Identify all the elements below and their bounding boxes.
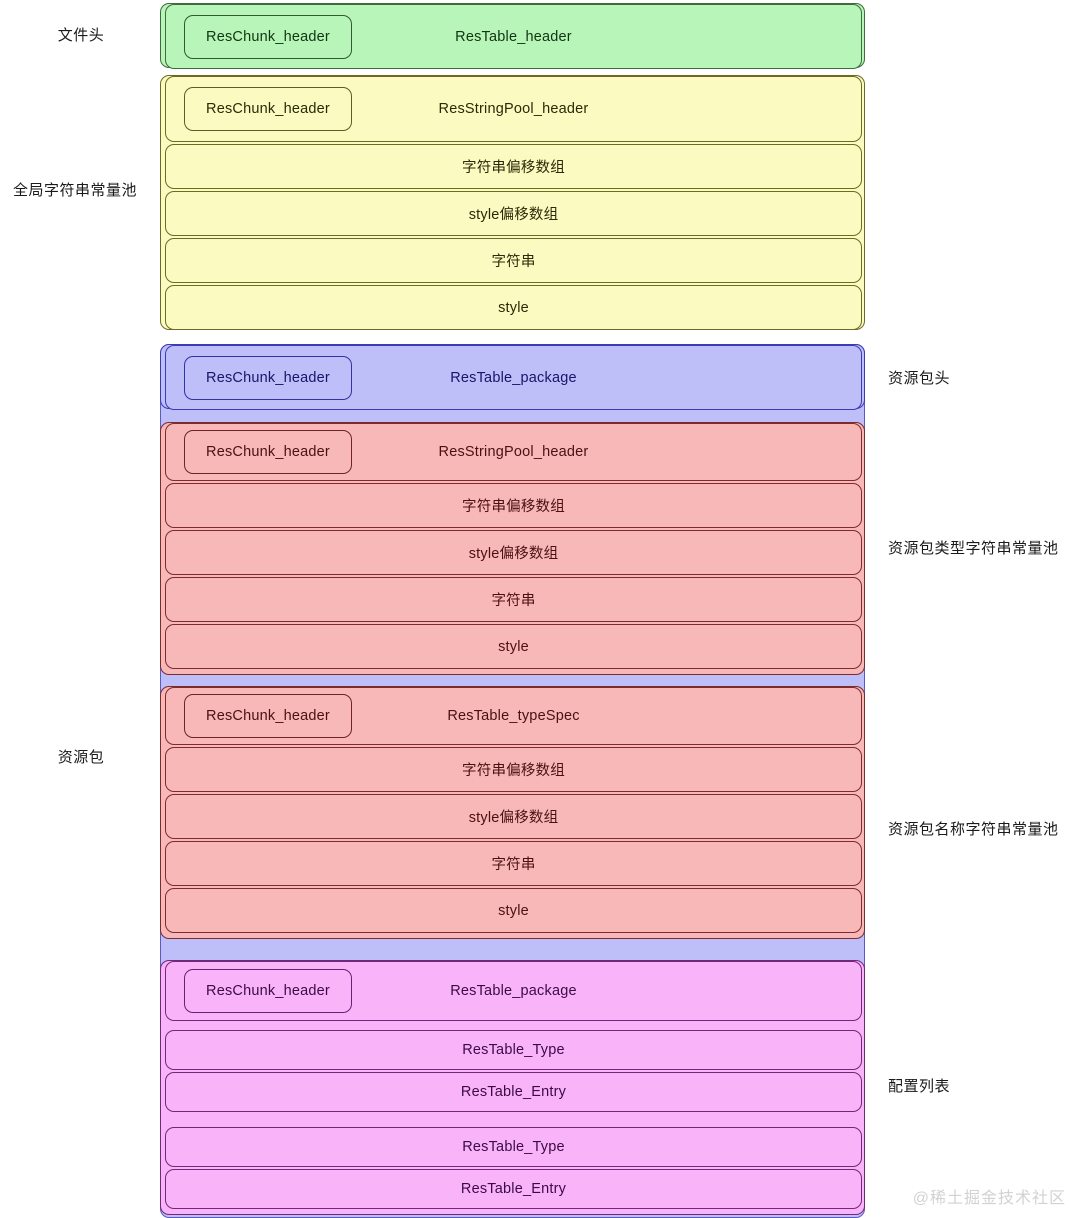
section-package-header: ResChunk_header ResTable_package (160, 344, 865, 410)
diagram-row: style偏移数组 (165, 191, 862, 236)
diagram-row-label: style偏移数组 (468, 810, 559, 826)
section-file-header: ResChunk_header ResTable_header (160, 3, 865, 69)
diagram-row: style (165, 624, 862, 669)
diagram-row: 字符串偏移数组 (165, 483, 862, 528)
diagram-row-label: ResTable_package (450, 369, 577, 386)
diagram-row: 字符串 (165, 841, 862, 886)
diagram-row: 字符串偏移数组 (165, 747, 862, 792)
diagram-row: ResTable_Type (165, 1030, 862, 1070)
right-label-package-name-string-pool: 资源包名称字符串常量池 (888, 821, 1059, 838)
diagram-row-label: ResStringPool_header (438, 444, 589, 460)
diagram-row-label: ResTable_Entry (460, 1181, 567, 1197)
diagram-row-label: 字符串偏移数组 (462, 160, 565, 176)
right-label-package-header: 资源包头 (888, 370, 951, 387)
reschunk-header-label: ResChunk_header (206, 444, 330, 460)
reschunk-header-pill: ResChunk_header (184, 430, 352, 474)
diagram-row: ResTable_Entry (165, 1169, 862, 1209)
diagram-row-label: style (498, 638, 529, 655)
reschunk-header-label: ResChunk_header (206, 708, 330, 724)
diagram-row-label: ResTable_Type (462, 1139, 565, 1155)
diagram-row-label: ResTable_typeSpec (447, 708, 580, 724)
reschunk-header-label: ResChunk_header (206, 369, 330, 386)
diagram-row: 字符串 (165, 238, 862, 283)
diagram-row-label: ResTable_package (450, 983, 577, 999)
right-label-package-type-string-pool: 资源包类型字符串常量池 (888, 540, 1059, 557)
diagram-row: ResChunk_header ResTable_typeSpec (165, 687, 862, 745)
diagram-row-label: 字符串 (491, 593, 536, 609)
reschunk-header-pill: ResChunk_header (184, 969, 352, 1013)
diagram-row-label: ResStringPool_header (438, 101, 589, 117)
section-package-type-string-pool: ResChunk_header ResStringPool_header 字符串偏移… (160, 422, 865, 675)
diagram-row-label: ResTable_header (455, 28, 572, 45)
reschunk-header-pill: ResChunk_header (184, 694, 352, 738)
diagram-row-label: 字符串 (491, 254, 536, 270)
diagram-row-label: style偏移数组 (468, 207, 559, 223)
diagram-row: style偏移数组 (165, 530, 862, 575)
diagram-row: style (165, 888, 862, 933)
section-package-name-string-pool: ResChunk_header ResTable_typeSpec 字符串偏移数组 s… (160, 686, 865, 939)
diagram-row-label: style (498, 902, 529, 919)
reschunk-header-pill: ResChunk_header (184, 87, 352, 131)
diagram-row: ResTable_Type (165, 1127, 862, 1167)
right-label-config-list: 配置列表 (888, 1078, 951, 1095)
diagram-row: 字符串偏移数组 (165, 144, 862, 189)
diagram-row: ResTable_Entry (165, 1072, 862, 1112)
reschunk-header-pill: ResChunk_header (184, 355, 352, 400)
left-label-file-header: 文件头 (57, 27, 105, 44)
reschunk-header-label: ResChunk_header (206, 983, 330, 999)
diagram-row: ResChunk_header ResStringPool_header (165, 76, 862, 142)
reschunk-header-label: ResChunk_header (206, 101, 330, 117)
diagram-row: 字符串 (165, 577, 862, 622)
reschunk-header-pill: ResChunk_header (184, 14, 352, 59)
diagram-row: style (165, 285, 862, 330)
diagram-row-label: style偏移数组 (468, 546, 559, 562)
diagram-row-label: ResTable_Entry (460, 1084, 567, 1100)
diagram-row-label: ResTable_Type (462, 1042, 565, 1058)
left-label-global-string-pool: 全局字符串常量池 (12, 182, 137, 199)
left-label-resource-package: 资源包 (57, 749, 105, 766)
diagram-row: ResChunk_header ResTable_package (165, 345, 862, 410)
diagram-row-label: 字符串偏移数组 (462, 763, 565, 779)
diagram-row: ResChunk_header ResTable_package (165, 961, 862, 1021)
diagram-row-label: style (498, 299, 529, 316)
diagram-row-label: 字符串 (491, 857, 536, 873)
diagram-row: ResChunk_header ResStringPool_header (165, 423, 862, 481)
diagram-row: style偏移数组 (165, 794, 862, 839)
section-global-string-pool: ResChunk_header ResStringPool_header 字符串偏移… (160, 75, 865, 330)
diagram-row-label: 字符串偏移数组 (462, 499, 565, 515)
diagram-row: ResChunk_header ResTable_header (165, 4, 862, 69)
watermark: @稀土掘金技术社区 (912, 1190, 1066, 1207)
reschunk-header-label: ResChunk_header (206, 28, 330, 45)
